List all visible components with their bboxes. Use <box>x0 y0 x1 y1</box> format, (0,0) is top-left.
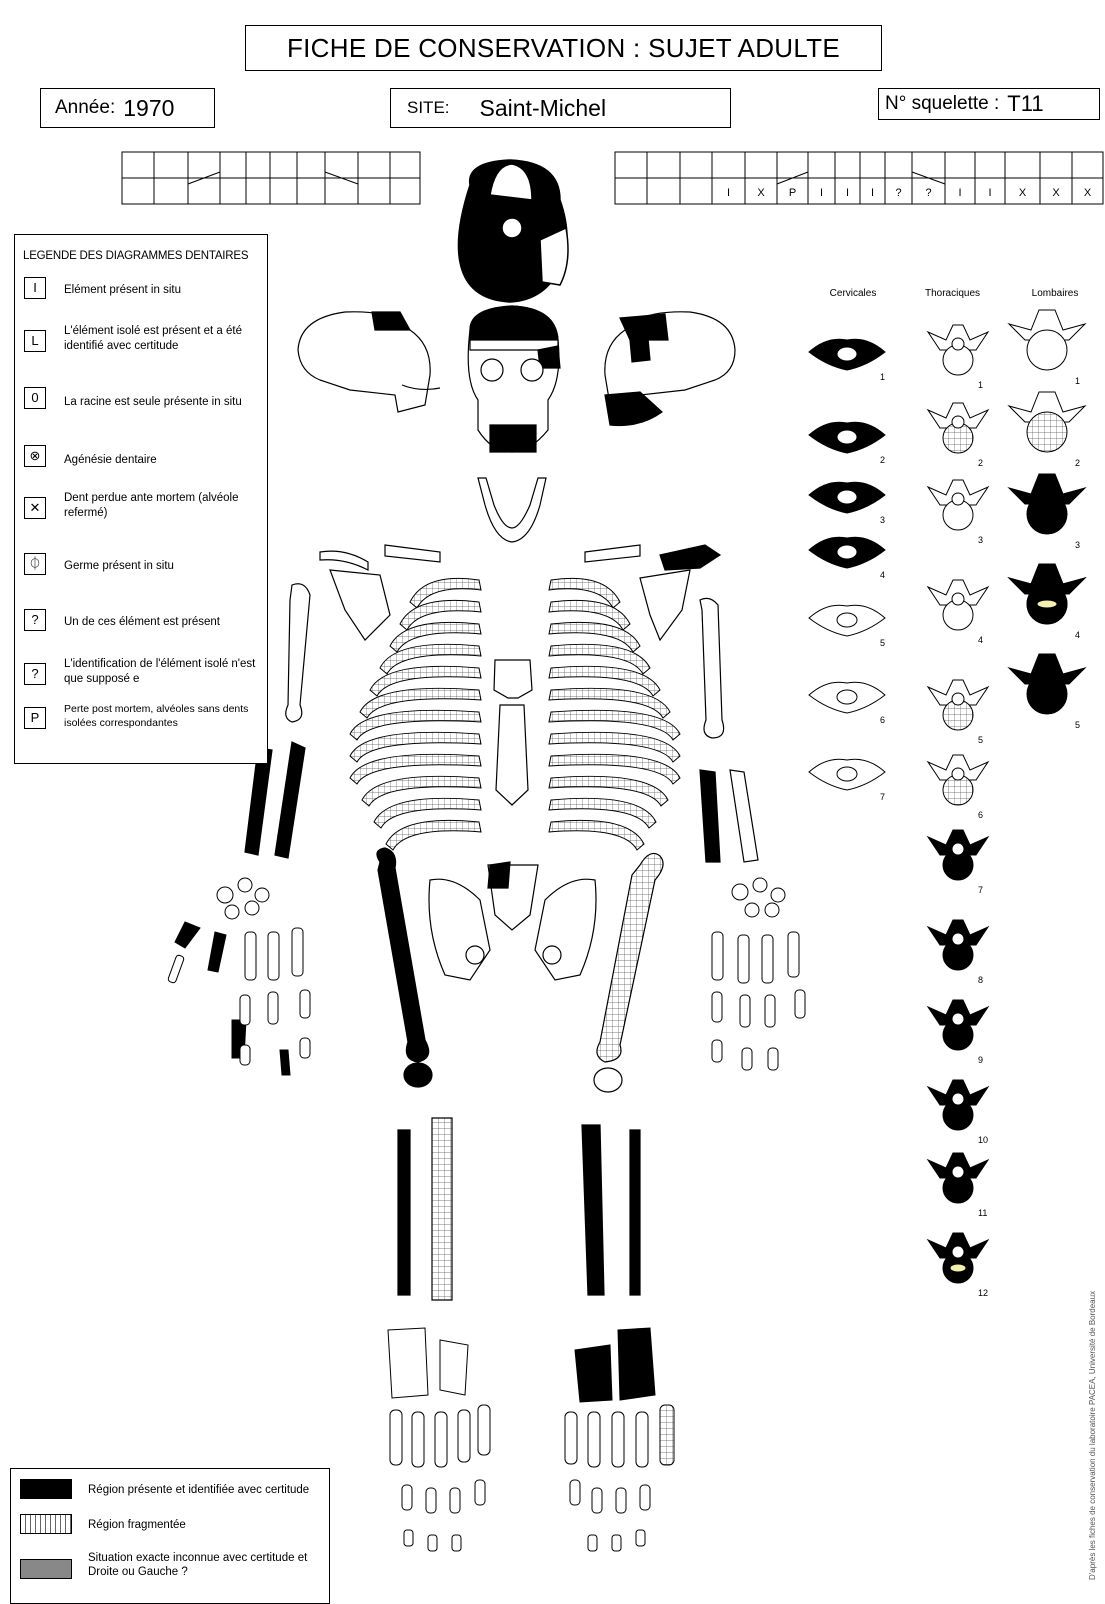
vertebra <box>928 1233 988 1283</box>
dental-mark: X <box>1084 187 1092 199</box>
thoracic-number: 11 <box>978 1208 987 1218</box>
dental-marks: I X P I I I?? I I X X X <box>727 187 1092 199</box>
mandible <box>478 478 546 542</box>
credit-text: D'après les fiches de conservation du la… <box>1088 790 1100 1580</box>
vertebra <box>809 759 885 790</box>
vertebra <box>928 1000 988 1050</box>
lumbar-header: Lombaires <box>1020 288 1090 299</box>
vertebra <box>809 537 885 568</box>
rib <box>386 820 481 850</box>
vertebra <box>809 482 885 513</box>
dental-mark: ? <box>925 187 931 199</box>
vertebral-column <box>809 310 1085 1283</box>
dental-mark: I <box>871 187 874 199</box>
cervical-header: Cervicales <box>818 288 888 299</box>
right-foot <box>388 1328 490 1551</box>
cervical-number: 6 <box>880 715 885 725</box>
region-legend: Région présente et identifiée avec certi… <box>10 1468 330 1604</box>
vertebra <box>1009 474 1085 534</box>
left-hand <box>712 878 805 1070</box>
postmortem-loss-symbol-icon: P <box>24 707 46 729</box>
lumbar-number: 3 <box>1075 540 1080 550</box>
uncertain-swatch <box>20 1559 72 1579</box>
present-symbol-icon: I <box>24 277 46 299</box>
isolated-symbol-icon: L <box>24 330 46 352</box>
dental-mark: X <box>1019 187 1027 199</box>
thoracic-number: 12 <box>978 1288 988 1298</box>
cervical-number: 7 <box>880 792 885 802</box>
dental-chart-left <box>615 152 1103 204</box>
vertebra <box>1009 564 1085 624</box>
vertebra <box>928 325 988 375</box>
antemortem-loss-symbol-icon: ✕ <box>24 497 46 519</box>
thoracic-number: 6 <box>978 810 983 820</box>
cervical-number: 2 <box>880 455 885 465</box>
cervical-number: 5 <box>880 638 885 648</box>
thoracic-header: Thoraciques <box>915 288 990 299</box>
thoracic-number: 2 <box>978 458 983 468</box>
lower-legs <box>398 1118 640 1300</box>
right-hand <box>167 878 310 1075</box>
sternum <box>494 660 532 805</box>
vertebra <box>928 403 988 453</box>
dental-mark: X <box>757 187 765 199</box>
lumbar-number: 4 <box>1075 630 1080 640</box>
vertebra <box>1009 654 1085 714</box>
vertebra <box>928 920 988 970</box>
lumbar-number: 2 <box>1075 458 1080 468</box>
fragmented-swatch <box>20 1514 72 1534</box>
lumbar-number: 5 <box>1075 720 1080 730</box>
vertebra <box>928 480 988 530</box>
vertebra <box>1009 392 1085 452</box>
thoracic-number: 9 <box>978 1055 983 1065</box>
dental-mark: ? <box>895 187 901 199</box>
thoracic-number: 7 <box>978 885 983 895</box>
present-swatch <box>20 1479 72 1499</box>
vertebra <box>928 580 988 630</box>
agenesis-symbol-icon: ⊗ <box>24 445 46 467</box>
skull-front <box>468 306 560 452</box>
skull-lateral-left <box>605 312 735 426</box>
thoracic-number: 10 <box>978 1135 988 1145</box>
thoracic-number: 5 <box>978 735 983 745</box>
dental-mark: I <box>820 187 823 199</box>
thoracic-number: 8 <box>978 975 983 985</box>
dental-chart-right <box>122 152 420 204</box>
lumbar-number: 1 <box>1075 376 1080 386</box>
vertebra <box>928 830 988 880</box>
vertebra <box>928 680 988 730</box>
dental-mark: P <box>789 187 796 199</box>
cervical-number: 4 <box>880 570 885 580</box>
vertebra <box>928 1153 988 1203</box>
vertebra <box>928 1080 988 1130</box>
dental-mark: I <box>846 187 849 199</box>
skull-lateral-right <box>298 312 440 412</box>
dental-mark: X <box>1052 187 1060 199</box>
vertebra <box>809 339 885 370</box>
vertebra <box>1009 310 1085 370</box>
vertebra <box>809 682 885 713</box>
one-present-symbol-icon: ? <box>24 609 46 631</box>
dental-mark: I <box>988 187 991 199</box>
skull-top <box>458 160 568 302</box>
supposed-symbol-icon: ? <box>24 663 46 685</box>
shoulder-girdle <box>320 545 720 640</box>
thoracic-number: 1 <box>978 380 983 390</box>
thoracic-number: 3 <box>978 535 983 545</box>
vertebra <box>809 422 885 453</box>
dental-mark: I <box>727 187 730 199</box>
root-symbol-icon: 0 <box>24 387 46 409</box>
cervical-number: 1 <box>880 372 885 382</box>
dental-mark: I <box>958 187 961 199</box>
vertebra <box>928 755 988 805</box>
vertebra <box>809 605 885 636</box>
legend-title: LEGENDE DES DIAGRAMMES DENTAIRES <box>23 250 248 262</box>
dental-legend: LEGENDE DES DIAGRAMMES DENTAIRES IElémen… <box>14 234 268 764</box>
rib <box>549 820 644 850</box>
cervical-number: 3 <box>880 515 885 525</box>
germ-symbol-icon: ⏀ <box>24 553 46 575</box>
left-foot <box>565 1328 674 1551</box>
pelvis <box>429 862 596 980</box>
thoracic-number: 4 <box>978 635 983 645</box>
